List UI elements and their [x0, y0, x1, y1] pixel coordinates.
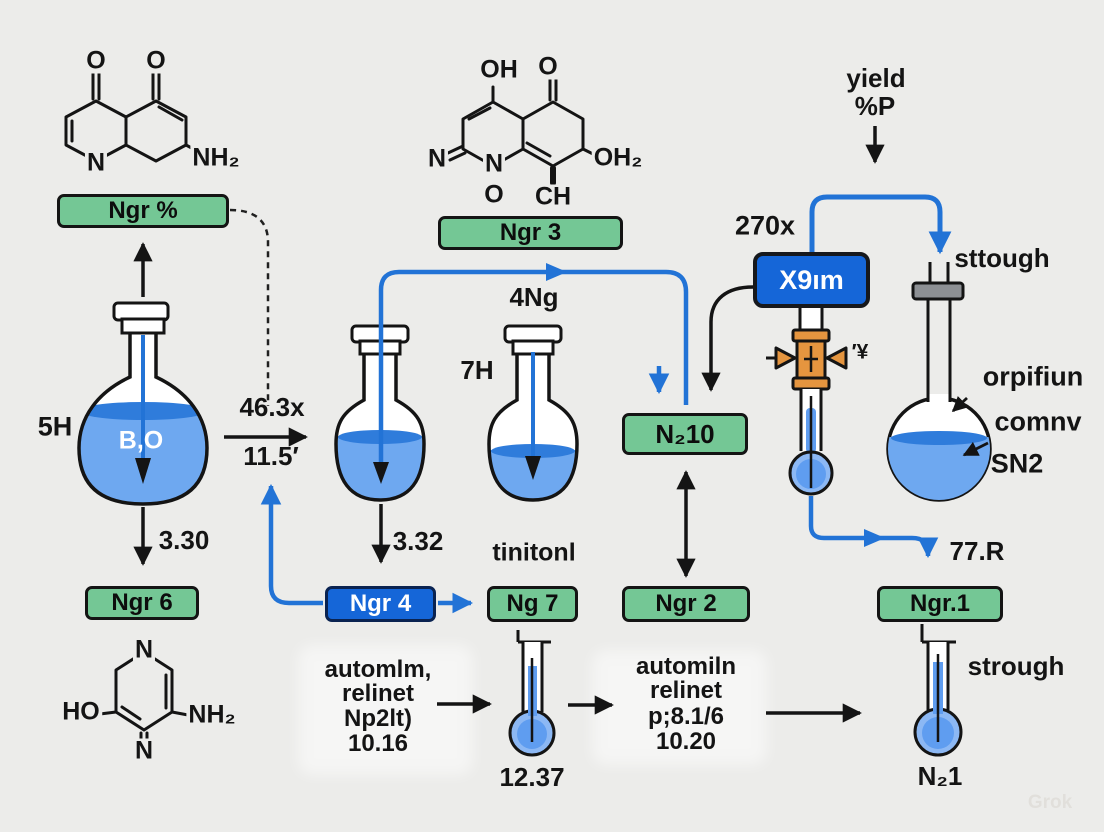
- atom-oh: OH: [478, 55, 520, 84]
- flask-middle-right: [487, 324, 579, 502]
- atom-n: N: [132, 635, 156, 664]
- textblock1-line1: automlm,: [324, 656, 432, 683]
- label-3-30: 3.30: [158, 525, 210, 555]
- node-label: Ngr %: [108, 197, 178, 224]
- flask-right: [886, 262, 992, 502]
- blue-mid-arrowhead: [546, 263, 567, 281]
- label-5h: 5H: [37, 411, 73, 442]
- node-ngr-percent: Ngr %: [57, 194, 229, 228]
- node-label: Ngr 3: [499, 219, 562, 246]
- atom-ch: CH: [532, 182, 574, 211]
- watermark: Grok: [1027, 792, 1073, 813]
- label-46-3x: 46.3x: [239, 392, 305, 422]
- label-strough: strough: [967, 651, 1065, 681]
- atom-nh2: NH₂: [186, 700, 238, 729]
- structure-bottom-left: [98, 650, 190, 746]
- valve-assembly: [766, 308, 848, 391]
- node-label: Ng 7: [506, 590, 559, 617]
- dashed-connector: [229, 208, 270, 406]
- node-ngr1: Ngr.1: [877, 586, 1003, 622]
- label-4ng: 4Ng: [509, 282, 559, 312]
- label-yield: yield: [846, 63, 906, 93]
- atom-o: O: [144, 46, 168, 75]
- textblock2-line3: p;8.1/6: [647, 703, 725, 730]
- node-ngr6: Ngr 6: [85, 586, 199, 620]
- node-ngr4: Ngr 4: [325, 586, 436, 622]
- label-tinitonl: tinitonl: [492, 538, 576, 567]
- label-valve-glyph: ′¥: [851, 340, 869, 364]
- label-sttough: sttough: [954, 243, 1050, 273]
- textblock2-line1: automiln: [636, 653, 736, 680]
- label-12-37: 12.37: [499, 762, 565, 792]
- atom-ho: HO: [60, 697, 102, 726]
- textblock1-line2: relinet: [341, 680, 415, 707]
- label-7h: 7H: [460, 355, 494, 385]
- textblock2-line4: 10.20: [655, 728, 717, 755]
- label-comnv: comnv: [994, 406, 1082, 437]
- label-yield-pct: %P: [854, 91, 896, 121]
- label-sn2: SN2: [990, 448, 1044, 479]
- atom-o: O: [84, 46, 108, 75]
- atom-n: N: [425, 144, 449, 173]
- atom-oh2: OH₂: [591, 143, 645, 172]
- label-11-5: 11.5′: [243, 441, 299, 471]
- label-orpifiun: orpifiun: [982, 361, 1084, 392]
- test-tube-1: [508, 630, 556, 757]
- node-label: X9ım: [779, 264, 844, 295]
- textblock2-line2: relinet: [649, 677, 723, 704]
- node-n210: N₂10: [622, 413, 748, 455]
- atom-o: O: [536, 52, 560, 81]
- textblock1-line4: 10.16: [347, 730, 409, 757]
- label-270x: 270x: [734, 210, 796, 241]
- node-ng7: Ng 7: [487, 586, 578, 622]
- atom-n: N: [132, 736, 156, 765]
- label-77r: 77.R: [949, 536, 1005, 566]
- atom-n: N: [482, 149, 506, 178]
- textblock1-line3: Np2lt): [344, 705, 412, 732]
- background-patch: [592, 650, 767, 765]
- blue-mid-arrowhead: [864, 529, 885, 547]
- flask-left: [77, 301, 209, 506]
- black-arrows: [133, 126, 885, 723]
- gray-stopper: [911, 281, 965, 301]
- structure-top-left: [64, 68, 201, 163]
- node-label: Ngr 2: [655, 590, 717, 617]
- node-x9im: X9ım: [753, 252, 870, 308]
- label-flask-liquid: B,O: [118, 426, 164, 455]
- atom-o: O: [482, 180, 506, 209]
- label-n21: N₂1: [917, 761, 963, 791]
- test-tube-2: [913, 624, 963, 757]
- node-label: Ngr 6: [111, 589, 173, 616]
- node-ngr2: Ngr 2: [622, 586, 750, 622]
- label-3-32: 3.32: [392, 526, 444, 556]
- node-label: Ngr 4: [349, 590, 412, 617]
- thermometer: [788, 389, 834, 496]
- structure-top-middle: [446, 75, 599, 186]
- atom-n: N: [84, 148, 108, 177]
- black-dip-arrowhead: [373, 462, 389, 484]
- background-patch: [298, 645, 473, 775]
- node-ngr3: Ngr 3: [438, 216, 623, 250]
- node-label: Ngr.1: [909, 590, 971, 617]
- atom-nh2: NH₂: [190, 143, 242, 172]
- node-label: N₂10: [655, 418, 715, 449]
